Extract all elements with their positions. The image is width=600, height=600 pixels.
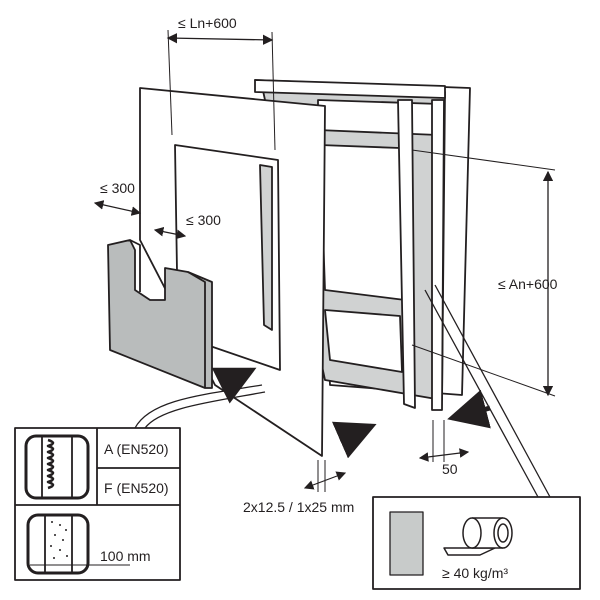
solid-wall-icon bbox=[26, 513, 90, 575]
wall-thickness-label: 100 mm bbox=[100, 548, 151, 564]
legend-box bbox=[14, 427, 181, 581]
insulation-density-label: ≥ 40 kg/m³ bbox=[442, 565, 508, 581]
insulation-roll-icon bbox=[443, 517, 513, 556]
fire-class-a-label: A (EN520) bbox=[104, 441, 169, 457]
stud-wall-icon bbox=[24, 434, 90, 500]
insulation-box bbox=[372, 496, 581, 590]
side-limit-label-b: ≤ 300 bbox=[186, 212, 221, 228]
stud-width-label: 50 bbox=[442, 461, 458, 477]
fire-class-f-label: F (EN520) bbox=[104, 480, 169, 496]
height-limit-label: ≤ An+600 bbox=[498, 276, 558, 292]
width-limit-label: ≤ Ln+600 bbox=[178, 15, 237, 31]
insulation-board-icon bbox=[389, 511, 424, 576]
side-limit-label-a: ≤ 300 bbox=[100, 180, 135, 196]
board-thickness-label: 2x12.5 / 1x25 mm bbox=[243, 499, 354, 515]
